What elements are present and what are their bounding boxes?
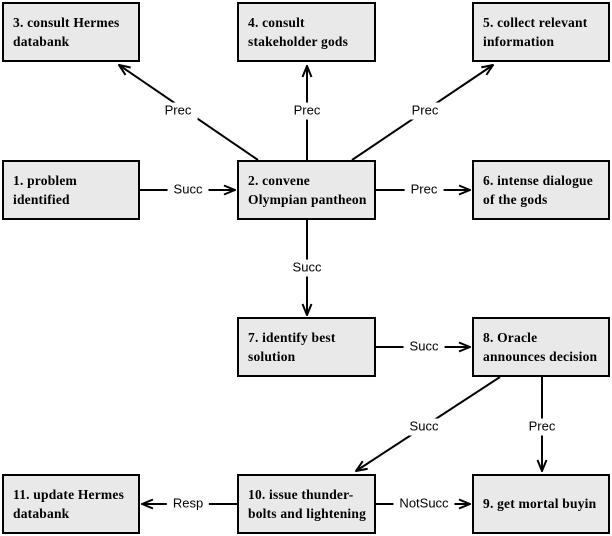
node-label: 7. identify best solution <box>248 329 336 364</box>
edge-label-succ-1-2: Succ <box>167 181 209 199</box>
edge-label-prec-2-6: Prec <box>404 181 444 199</box>
node-1-problem-identified: 1. problem identified <box>2 160 140 220</box>
edge-label-resp-10-11: Resp <box>166 495 210 513</box>
node-label: 11. update Hermes databank <box>13 486 125 521</box>
node-label: 3. consult Hermes databank <box>13 14 120 49</box>
edge-label-succ-8-10: Succ <box>403 418 445 436</box>
edge-label-prec-2-5: Prec <box>405 102 445 120</box>
node-6-intense-dialogue-of-the-gods: 6. intense dialogue of the gods <box>472 160 610 220</box>
node-label: 2. convene Olympian pantheon <box>248 172 367 207</box>
node-3-consult-hermes-databank: 3. consult Hermes databank <box>2 2 140 62</box>
node-label: 1. problem identified <box>13 172 78 207</box>
node-7-identify-best-solution: 7. identify best solution <box>237 317 376 377</box>
node-label: 5. collect relevant information <box>483 14 588 49</box>
node-8-oracle-announces-decision: 8. Oracle announces decision <box>472 317 610 377</box>
node-10-issue-thunderbolts-and-lightening: 10. issue thunder- bolts and lightening <box>237 474 376 534</box>
node-label: 8. Oracle announces decision <box>483 329 598 364</box>
node-label: 4. consult stakeholder gods <box>248 14 349 49</box>
node-label: 9. get mortal buyin <box>483 496 597 512</box>
node-11-update-hermes-databank: 11. update Hermes databank <box>2 474 140 534</box>
node-5-collect-relevant-information: 5. collect relevant information <box>472 2 610 62</box>
edge-label-succ-2-7: Succ <box>286 259 328 277</box>
node-label: 6. intense dialogue of the gods <box>483 172 593 207</box>
edge-label-notsucc-10-9: NotSucc <box>393 495 455 513</box>
edge-label-prec-2-3: Prec <box>158 102 198 120</box>
edge-label-prec-2-4: Prec <box>287 102 327 120</box>
edge-label-succ-7-8: Succ <box>403 338 445 356</box>
node-label: 10. issue thunder- bolts and lightening <box>248 486 367 521</box>
node-9-get-mortal-buyin: 9. get mortal buyin <box>472 474 610 534</box>
edge-label-prec-8-9: Prec <box>522 418 562 436</box>
node-4-consult-stakeholder-gods: 4. consult stakeholder gods <box>237 2 376 62</box>
node-2-convene-olympian-pantheon: 2. convene Olympian pantheon <box>237 160 376 220</box>
